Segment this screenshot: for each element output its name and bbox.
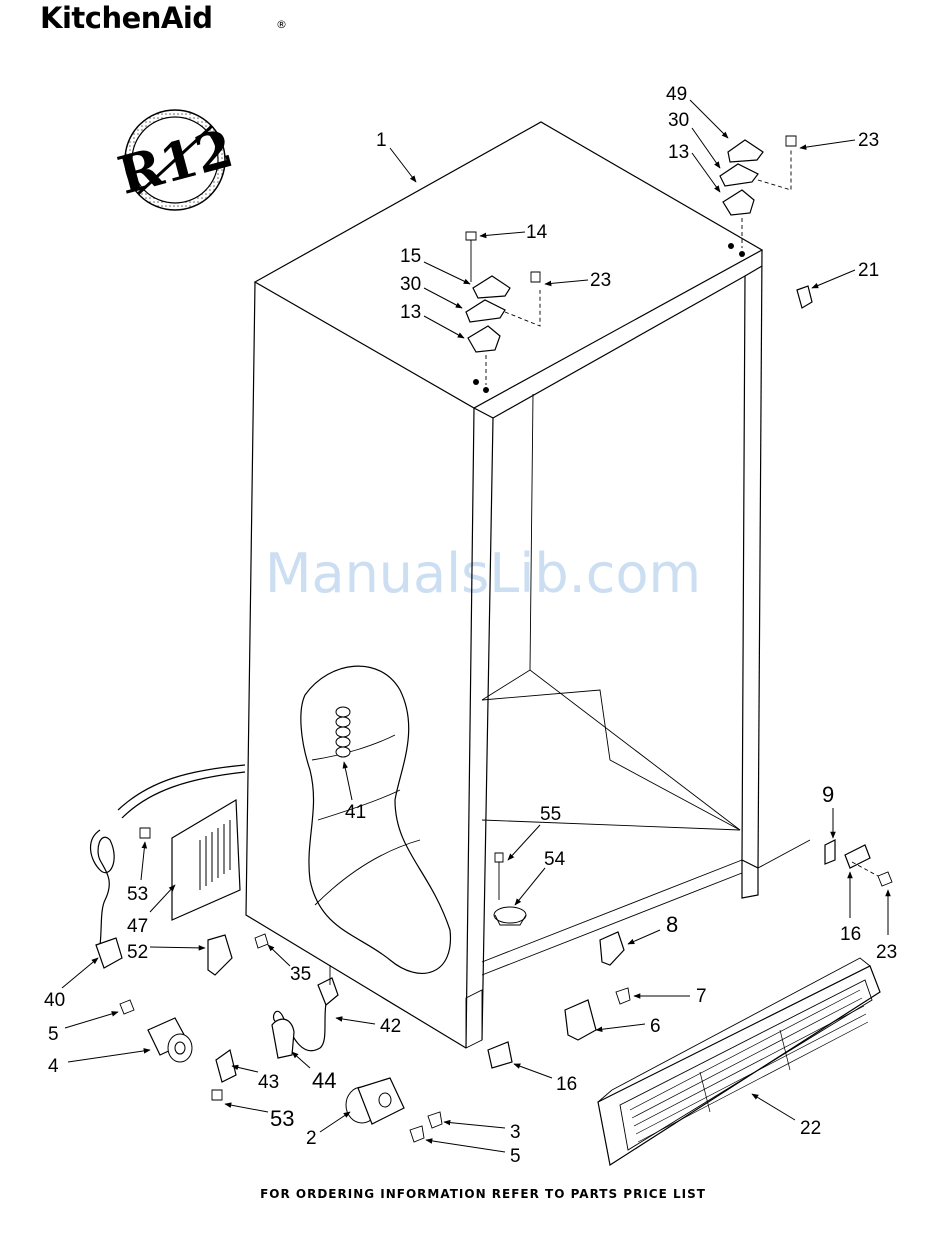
lower-hinge-bracket [825,840,892,886]
part-8-block [600,932,624,965]
callout-1: 1 [376,130,387,151]
part-16-bracket [488,1042,512,1068]
callout-44: 44 [312,1068,336,1093]
part-52-clamp [208,934,268,975]
callout-16: 16 [840,924,861,945]
upper-hinge-right [720,136,796,248]
callout-7: 7 [696,986,707,1007]
callout-52: 52 [127,942,148,963]
callout-13: 13 [400,302,421,323]
footer-note: FOR ORDERING INFORMATION REFER TO PARTS … [260,1187,706,1201]
callout-23: 23 [876,942,897,963]
callout-6: 6 [650,1016,661,1037]
callout-15: 15 [400,246,421,267]
part-44-cover [272,1019,294,1058]
brand-logo: KitchenAid [40,1,213,35]
callout-22: 22 [800,1118,821,1139]
callout-13: 13 [668,142,689,163]
rear-roller-2 [346,1078,442,1142]
part-6-bracket [565,988,630,1040]
heater-loop-41 [336,707,350,757]
callout-43: 43 [258,1072,279,1093]
callout-23: 23 [858,130,879,151]
callout-47: 47 [127,916,148,937]
callout-23: 23 [590,270,611,291]
control-box [140,800,240,920]
callout-40: 40 [44,990,65,1011]
callout-55: 55 [540,804,561,825]
part-21-clip [797,286,812,308]
callout-21: 21 [858,260,879,281]
callout-49: 49 [666,84,687,105]
part-54-55-cam [494,853,526,925]
callout-3: 3 [510,1122,521,1143]
watermark: ManualsLib.com [265,542,701,605]
callout-35: 35 [290,964,311,985]
callout-14: 14 [526,222,548,243]
callout-9: 9 [822,782,834,807]
callout-5: 5 [48,1024,59,1045]
callout-4: 4 [48,1056,59,1077]
screw-53-lower [212,1090,222,1100]
callout-8: 8 [666,912,678,937]
callout-53: 53 [127,884,148,905]
callout-5: 5 [510,1146,521,1167]
toe-grille-22 [598,958,880,1165]
r12-label: R12 [112,118,239,207]
callout-41: 41 [345,802,366,823]
callout-30: 30 [400,274,421,295]
callout-16: 16 [556,1074,577,1095]
callout-53: 53 [270,1106,294,1131]
callout-30: 30 [668,110,689,131]
no-r12-badge: R12 [112,110,239,210]
callout-54: 54 [544,849,566,870]
callout-42: 42 [380,1016,401,1037]
callout-2: 2 [306,1128,317,1149]
trademark-symbol: ® [276,18,287,31]
